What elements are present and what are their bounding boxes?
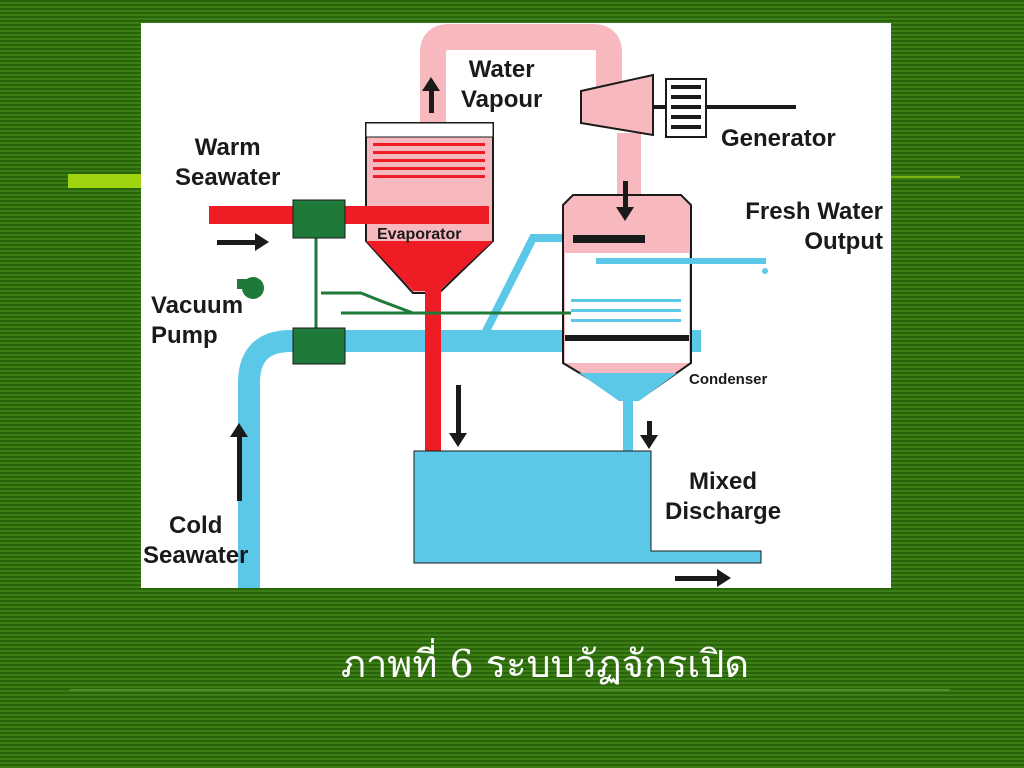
condenser-body: [565, 253, 689, 363]
vacuum-pump-icon: [237, 277, 264, 299]
fresh-water-line: [596, 258, 766, 264]
vacuum-lines: [314, 237, 571, 343]
arrow-down-drain-icon: [449, 385, 467, 447]
figure-caption: ภาพที่ 6 ระบบวัฏจักรเปิด: [340, 642, 750, 686]
vacuum-pump-label: Vacuum Pump: [151, 292, 244, 349]
arrow-up-cold-icon: [230, 423, 248, 501]
turbine-icon: [580, 73, 654, 137]
generator-label: Generator: [721, 125, 836, 152]
arrow-right-discharge-icon: [675, 569, 731, 587]
evaporator-lid: [365, 122, 494, 138]
otec-diagram: [209, 24, 796, 588]
accent-line: [890, 176, 960, 178]
condenser-spray: [571, 299, 681, 322]
mixed-discharge-label: Mixed Discharge: [665, 468, 782, 525]
evaporator-label: Evaporator: [377, 226, 462, 243]
generator-icon: [665, 78, 707, 138]
vapour-pipe: [420, 24, 622, 123]
fresh-water-drop: [762, 268, 768, 274]
arrow-down-condenser-icon: [640, 421, 658, 449]
cold-seawater-label: Cold Seawater: [143, 512, 249, 569]
condenser-tray: [573, 235, 645, 243]
warm-seawater-pipe: [209, 206, 489, 224]
valve-icon-lower: [292, 327, 346, 365]
condenser-tray-lower: [565, 335, 689, 341]
condenser-hopper: [579, 373, 677, 401]
diagram-panel: Warm Seawater Water Vapour Generator Fre…: [141, 23, 891, 588]
mixed-discharge-tank: [413, 450, 762, 564]
accent-bar: [68, 174, 146, 188]
fresh-water-output-label: Fresh Water Output: [745, 198, 883, 255]
cold-seawater-pipe: [238, 330, 701, 588]
water-vapour-label: Water Vapour: [461, 56, 543, 113]
warm-seawater-label: Warm Seawater: [175, 134, 281, 191]
arrow-right-icon: [217, 233, 269, 251]
evaporator-hopper: [366, 241, 493, 291]
condenser-label: Condenser: [689, 371, 768, 388]
evaporator-spray: [373, 143, 485, 178]
valve-icon: [292, 199, 346, 239]
bottom-divider: [70, 689, 950, 691]
arrow-up-icon: [422, 77, 440, 113]
condenser-drain-pipe: [623, 399, 633, 455]
arrow-down-icon: [616, 181, 634, 221]
warm-drain-pipe: [425, 289, 441, 453]
